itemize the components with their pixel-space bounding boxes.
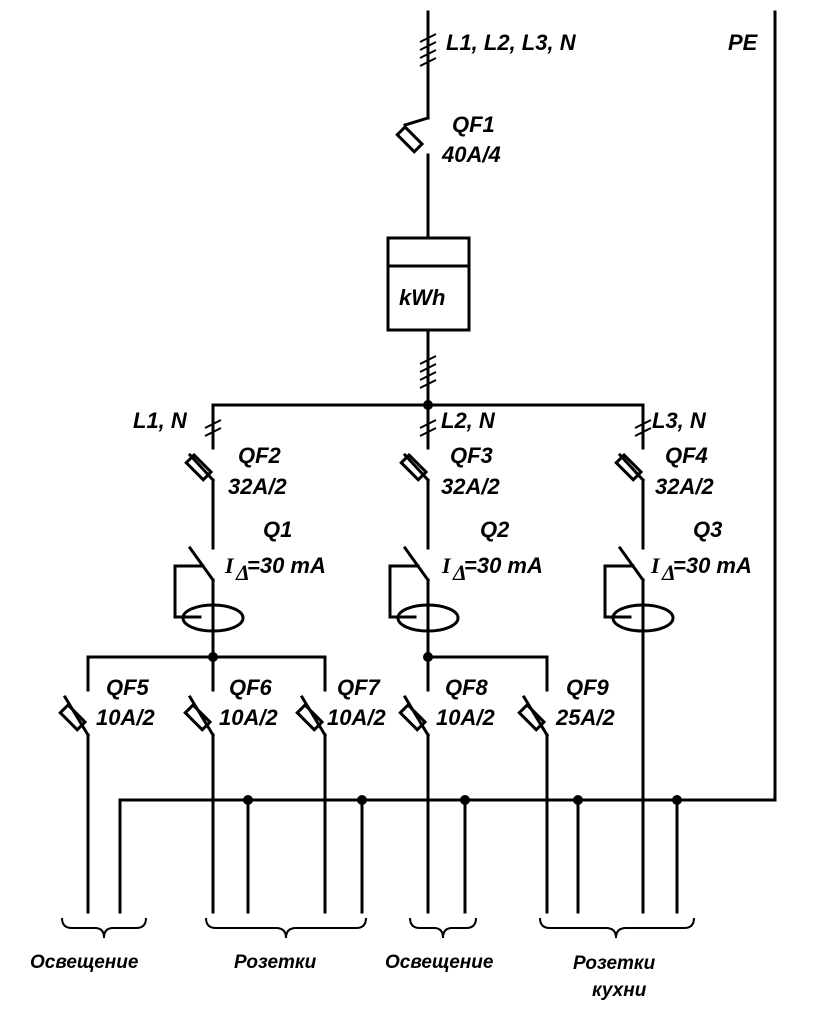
q2-name: Q2 bbox=[480, 517, 510, 542]
pe-junction bbox=[672, 795, 682, 805]
qf5-rating: 10A/2 bbox=[96, 705, 155, 730]
q2-delta: Δ bbox=[452, 560, 467, 585]
q3-name: Q3 bbox=[693, 517, 722, 542]
branch-3-phase: L3, N bbox=[652, 408, 707, 433]
sub-bus-1 bbox=[86, 652, 327, 692]
group-brace-2 bbox=[205, 917, 367, 939]
q3-delta: Δ bbox=[661, 560, 676, 585]
pe-junction bbox=[460, 795, 470, 805]
main-feed: L1, L2, L3, N bbox=[419, 10, 577, 120]
qf2-name: QF2 bbox=[238, 443, 282, 468]
group-brace-1 bbox=[61, 917, 147, 939]
group-label-kitchen-sockets-2: кухни bbox=[592, 980, 647, 1001]
qf8-rating: 10A/2 bbox=[436, 705, 495, 730]
qf2-rating: 32A/2 bbox=[228, 474, 287, 499]
group-label-kitchen-sockets-1: Розетки bbox=[573, 953, 656, 974]
q1-delta: Δ bbox=[235, 560, 250, 585]
qf1-breaker: QF1 40A/4 bbox=[395, 112, 501, 240]
qf1-rating: 40A/4 bbox=[441, 142, 501, 167]
pe-label: PE bbox=[728, 30, 759, 55]
group-label-lighting-2: Освещение bbox=[385, 952, 494, 973]
qf4-name: QF4 bbox=[665, 443, 708, 468]
pe-junction bbox=[573, 795, 583, 805]
branch-2: L2, N QF3 32A/2 Q2 I Δ =30 mA bbox=[388, 403, 543, 659]
qf9-name: QF9 bbox=[566, 675, 610, 700]
pe-junction bbox=[357, 795, 367, 805]
q3-current-symbol: I bbox=[650, 553, 661, 578]
qf6-breaker: QF6 10A/2 bbox=[183, 675, 278, 914]
qf8-name: QF8 bbox=[445, 675, 489, 700]
qf7-rating: 10A/2 bbox=[327, 705, 386, 730]
q1-name: Q1 bbox=[263, 517, 292, 542]
sub-bus-1-junction bbox=[208, 652, 218, 662]
meter-label: kWh bbox=[399, 285, 445, 310]
q2-current: =30 mA bbox=[464, 553, 543, 578]
branch-2-phase: L2, N bbox=[441, 408, 496, 433]
qf4-rating: 32A/2 bbox=[655, 474, 714, 499]
q1-current-symbol: I bbox=[224, 553, 235, 578]
group-label-lighting-1: Освещение bbox=[30, 952, 139, 973]
q1-current: =30 mA bbox=[247, 553, 326, 578]
q2-current-symbol: I bbox=[441, 553, 452, 578]
qf8-breaker: QF8 10A/2 bbox=[398, 675, 495, 914]
pe-junction bbox=[243, 795, 253, 805]
energy-meter: kWh bbox=[386, 236, 471, 407]
group-brace-3 bbox=[409, 917, 477, 939]
branch-3: L3, N QF4 32A/2 Q3 I Δ =30 mA bbox=[603, 403, 752, 914]
qf6-name: QF6 bbox=[229, 675, 273, 700]
q3-current: =30 mA bbox=[673, 553, 752, 578]
qf9-breaker: QF9 25A/2 bbox=[517, 675, 615, 914]
qf5-name: QF5 bbox=[106, 675, 150, 700]
qf5-breaker: QF5 10A/2 bbox=[58, 675, 155, 914]
feed-label: L1, L2, L3, N bbox=[446, 30, 577, 55]
pe-conductor: PE bbox=[728, 10, 777, 802]
group-label-sockets: Розетки bbox=[234, 952, 317, 973]
feed-tick-marks bbox=[419, 33, 437, 67]
qf7-name: QF7 bbox=[337, 675, 382, 700]
pe-bus bbox=[118, 795, 777, 914]
sub-bus-2-junction bbox=[423, 652, 433, 662]
sub-bus-2 bbox=[423, 652, 549, 692]
qf9-rating: 25A/2 bbox=[555, 705, 615, 730]
qf3-name: QF3 bbox=[450, 443, 493, 468]
branch-1: L1, N QF2 32A/2 Q1 I Δ =30 mA bbox=[133, 403, 326, 659]
qf3-rating: 32A/2 bbox=[441, 474, 500, 499]
qf7-breaker: QF7 10A/2 bbox=[295, 675, 386, 914]
branch-1-phase: L1, N bbox=[133, 408, 188, 433]
qf1-name: QF1 bbox=[452, 112, 495, 137]
group-brace-4 bbox=[539, 917, 695, 939]
qf6-rating: 10A/2 bbox=[219, 705, 278, 730]
